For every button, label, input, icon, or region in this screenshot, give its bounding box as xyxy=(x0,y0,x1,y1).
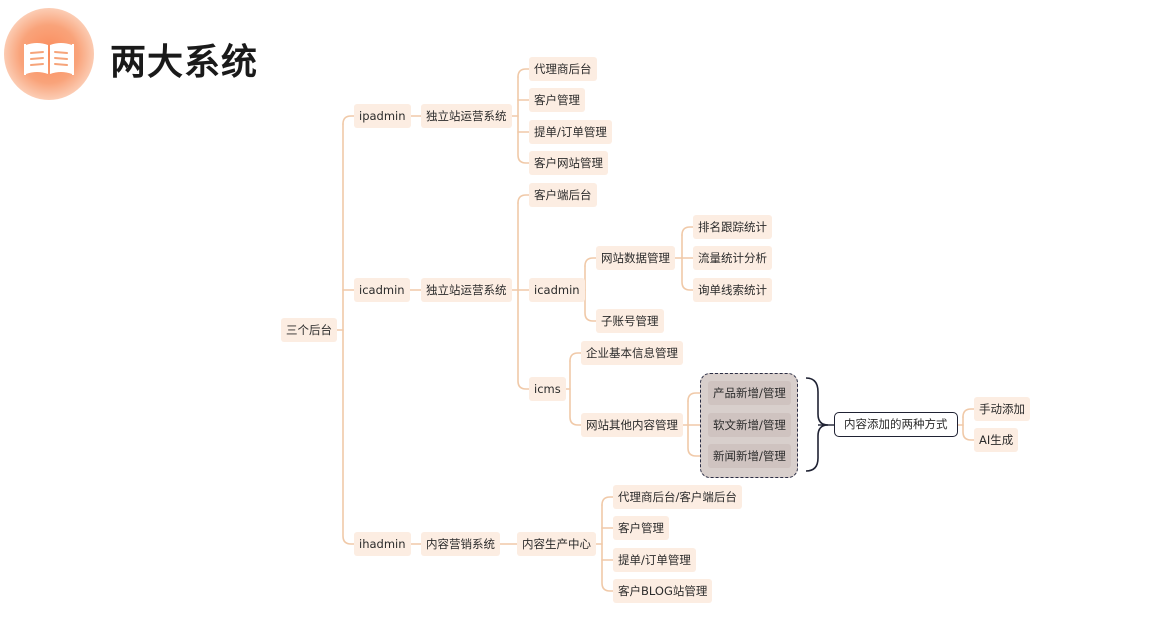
ihadmin-child-node[interactable]: 代理商后台/客户端后台 xyxy=(613,485,742,509)
ipadmin-child-node[interactable]: 提单/订单管理 xyxy=(529,120,612,144)
logo xyxy=(4,8,94,100)
content-item-node[interactable]: 软文新增/管理 xyxy=(708,413,791,437)
root-node[interactable]: 三个后台 xyxy=(281,318,337,342)
method-node[interactable]: 手动添加 xyxy=(974,397,1030,421)
ipadmin-node[interactable]: ipadmin xyxy=(354,104,411,128)
site-data-node[interactable]: 网站数据管理 xyxy=(596,246,675,270)
ihadmin-system-node[interactable]: 内容营销系统 xyxy=(421,532,500,556)
client-backend-node[interactable]: 客户端后台 xyxy=(529,183,597,207)
site-data-child-node[interactable]: 排名跟踪统计 xyxy=(693,215,772,239)
ihadmin-node[interactable]: ihadmin xyxy=(354,532,411,556)
icadmin-system-node[interactable]: 独立站运营系统 xyxy=(421,278,512,302)
ihadmin-child-node[interactable]: 客户BLOG站管理 xyxy=(613,579,713,603)
icadmin-sub-node[interactable]: icadmin xyxy=(529,278,585,302)
open-book-icon xyxy=(24,43,74,75)
add-methods-summary-node[interactable]: 内容添加的两种方式 xyxy=(834,412,958,437)
content-item-node[interactable]: 产品新增/管理 xyxy=(708,381,791,405)
ipadmin-system-node[interactable]: 独立站运营系统 xyxy=(421,104,512,128)
icadmin-node[interactable]: icadmin xyxy=(354,278,410,302)
company-info-node[interactable]: 企业基本信息管理 xyxy=(581,341,683,365)
site-data-child-node[interactable]: 流量统计分析 xyxy=(693,246,772,270)
ipadmin-child-node[interactable]: 客户网站管理 xyxy=(529,151,608,175)
ipadmin-child-node[interactable]: 客户管理 xyxy=(529,88,585,112)
sub-account-node[interactable]: 子账号管理 xyxy=(596,309,664,333)
other-content-node[interactable]: 网站其他内容管理 xyxy=(581,413,683,437)
content-center-node[interactable]: 内容生产中心 xyxy=(517,532,596,556)
content-item-node[interactable]: 新闻新增/管理 xyxy=(708,444,791,468)
ihadmin-child-node[interactable]: 客户管理 xyxy=(613,516,669,540)
ipadmin-child-node[interactable]: 代理商后台 xyxy=(529,57,597,81)
icms-node[interactable]: icms xyxy=(529,377,566,401)
site-data-child-node[interactable]: 询单线索统计 xyxy=(693,278,772,302)
page-title: 两大系统 xyxy=(110,42,259,83)
method-node[interactable]: AI生成 xyxy=(974,428,1019,452)
ihadmin-child-node[interactable]: 提单/订单管理 xyxy=(613,548,696,572)
